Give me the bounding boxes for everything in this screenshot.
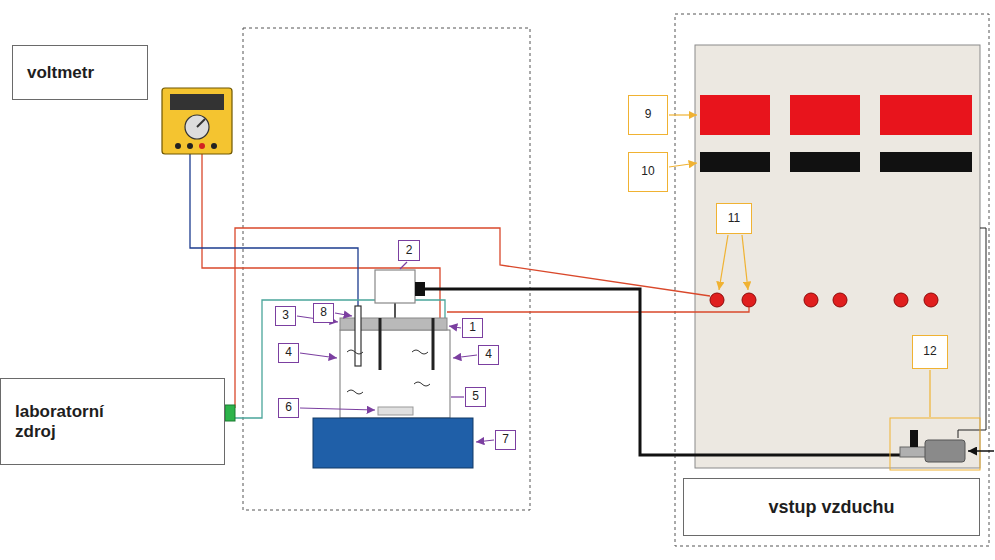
leader-arrow xyxy=(449,326,461,328)
leader-arrow xyxy=(742,235,748,290)
callout-box: 12 xyxy=(912,335,948,369)
valve-body xyxy=(925,440,965,462)
callout-box: 2 xyxy=(398,240,420,261)
leader-line xyxy=(451,396,464,397)
terminal-dot xyxy=(742,293,756,307)
liquid-wave xyxy=(412,350,428,354)
valve-highlight xyxy=(890,418,980,470)
callout-box: 4 xyxy=(478,345,499,365)
dashed-region xyxy=(675,14,989,546)
inlet-box: vstup vzduchu xyxy=(683,478,980,536)
air-tube xyxy=(425,289,900,455)
callout-box: 7 xyxy=(495,430,516,450)
stir-bar xyxy=(378,407,413,415)
liquid-wave xyxy=(414,382,430,386)
callout-number: 9 xyxy=(645,108,652,122)
liquid-wave xyxy=(347,350,363,354)
electrode-tube xyxy=(355,306,361,366)
device-box: laboratorní zdroj xyxy=(0,378,225,465)
callout-number: 2 xyxy=(406,244,413,258)
terminal-dot xyxy=(710,293,724,307)
valve-port xyxy=(900,447,928,457)
supply-connector xyxy=(225,405,235,421)
leader-arrow xyxy=(719,235,728,290)
terminal-dot xyxy=(833,293,847,307)
display-red xyxy=(880,95,972,135)
jack xyxy=(211,143,217,149)
leader-arrow xyxy=(453,355,477,358)
callout-box: 4 xyxy=(278,343,299,363)
leader-arrow xyxy=(300,353,337,358)
device-label: voltmetr xyxy=(27,63,94,83)
display-black xyxy=(700,152,770,172)
callout-number: 6 xyxy=(285,401,292,415)
display-red xyxy=(790,95,860,135)
electrode xyxy=(379,318,382,370)
sensor-connector xyxy=(415,282,425,296)
callout-number: 8 xyxy=(320,306,327,320)
inlet-label: vstup vzduchu xyxy=(768,497,894,518)
voltmeter-display xyxy=(170,94,224,110)
callout-number: 4 xyxy=(285,346,292,360)
leader-arrow xyxy=(335,313,352,316)
callout-number: 3 xyxy=(282,309,289,323)
leader-line xyxy=(400,262,407,269)
voltmeter-body xyxy=(162,88,232,154)
callout-number: 1 xyxy=(469,321,476,335)
callout-box: 9 xyxy=(628,95,668,135)
callout-box: 5 xyxy=(465,387,486,407)
callout-box: 8 xyxy=(313,303,334,323)
sensor-body xyxy=(375,270,415,303)
device-label: laboratorní zdroj xyxy=(15,402,127,441)
leader-line xyxy=(929,370,930,417)
electrode xyxy=(432,318,435,370)
terminal-dot xyxy=(894,293,908,307)
liquid-wave xyxy=(347,390,363,394)
leader-arrow xyxy=(300,408,375,410)
callout-number: 10 xyxy=(641,165,654,179)
magnetic-stirrer xyxy=(313,418,473,468)
valve-knob xyxy=(910,430,918,447)
callout-box: 6 xyxy=(278,398,299,418)
callout-number: 7 xyxy=(502,433,509,447)
control-panel xyxy=(695,45,980,468)
jack xyxy=(175,143,181,149)
leader-arrow xyxy=(476,440,494,442)
callout-box: 11 xyxy=(716,203,752,234)
dial-pointer xyxy=(197,119,205,127)
red-wire xyxy=(202,150,440,318)
air-inlet-arrow xyxy=(968,450,994,452)
dashed-region xyxy=(243,28,530,510)
signal-wire xyxy=(958,228,986,438)
leader-arrow xyxy=(669,163,697,167)
display-black xyxy=(880,152,972,172)
callout-box: 3 xyxy=(275,306,296,326)
display-red xyxy=(700,95,770,135)
jack xyxy=(187,143,193,149)
jack xyxy=(199,143,205,149)
terminal-dot xyxy=(804,293,818,307)
callout-number: 5 xyxy=(472,390,479,404)
leader-arrow xyxy=(669,114,697,115)
red-wire xyxy=(447,307,749,312)
callout-number: 11 xyxy=(728,212,740,226)
callout-box: 10 xyxy=(628,152,668,192)
callout-box: 1 xyxy=(462,318,483,338)
sensor-rod xyxy=(394,303,396,318)
display-black xyxy=(790,152,860,172)
terminal-dot xyxy=(924,293,938,307)
callout-number: 12 xyxy=(923,345,936,359)
voltmeter-dial xyxy=(185,115,209,139)
blue-wire xyxy=(190,150,358,312)
device-box: voltmetr xyxy=(12,45,148,100)
callout-number: 4 xyxy=(485,348,492,362)
